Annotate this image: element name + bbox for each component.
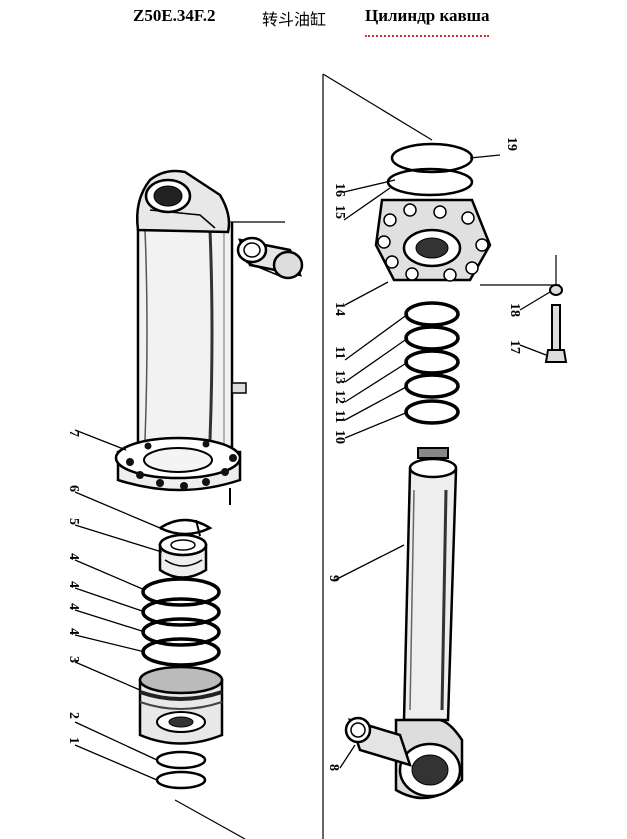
callout-10: 10 xyxy=(332,430,347,444)
piston xyxy=(138,665,224,745)
callout-19: 19 xyxy=(504,137,519,151)
spellcheck-underline xyxy=(365,33,489,37)
title-russian: Цилиндр кавша xyxy=(365,6,490,25)
callout-11a: 11 xyxy=(332,346,347,359)
callout-3: 3 xyxy=(66,656,81,663)
piston-rings xyxy=(141,577,221,667)
callout-12: 12 xyxy=(332,390,347,404)
callout-14: 14 xyxy=(332,302,347,316)
leader-lines xyxy=(74,154,551,781)
callout-6: 6 xyxy=(66,485,81,492)
callout-4b: 4 xyxy=(66,581,81,588)
callout-4d: 4 xyxy=(66,628,81,635)
callout-11b: 11 xyxy=(332,410,347,423)
callout-7: 7 xyxy=(66,430,81,437)
callout-18: 18 xyxy=(507,303,522,317)
retaining-ring xyxy=(159,518,213,537)
callout-2: 2 xyxy=(66,712,81,719)
bolt-and-washer xyxy=(544,284,568,363)
piston-nut xyxy=(158,533,208,579)
callout-16: 16 xyxy=(332,183,347,197)
rod-seals xyxy=(404,301,460,425)
part-code: Z50E.34F.2 xyxy=(133,6,216,25)
bushing-rod-eye xyxy=(344,716,412,767)
callout-8: 8 xyxy=(326,764,341,771)
callout-numbers: 7 6 5 4 4 4 4 3 2 1 9 8 14 15 16 19 11 1… xyxy=(66,137,522,771)
bushing-left xyxy=(236,236,304,280)
cylinder-barrel xyxy=(114,169,247,505)
callout-15: 15 xyxy=(332,205,347,219)
flange-bolt-holes xyxy=(126,440,237,490)
cylinder-head xyxy=(374,167,492,282)
callout-17: 17 xyxy=(507,340,522,354)
callout-4c: 4 xyxy=(66,603,81,610)
rod-eye xyxy=(394,718,464,800)
callout-13: 13 xyxy=(332,370,347,384)
piston-seals xyxy=(155,750,207,790)
callout-4a: 4 xyxy=(66,553,81,560)
head-bolt-holes xyxy=(377,203,489,282)
title-chinese: 转斗油缸 xyxy=(262,10,327,29)
callout-9: 9 xyxy=(326,575,341,582)
callout-5: 5 xyxy=(66,518,81,525)
page-header: Z50E.34F.2 转斗油缸 Цилиндр кавша xyxy=(0,6,627,37)
piston-rod xyxy=(402,447,458,722)
callout-1: 1 xyxy=(66,737,81,744)
